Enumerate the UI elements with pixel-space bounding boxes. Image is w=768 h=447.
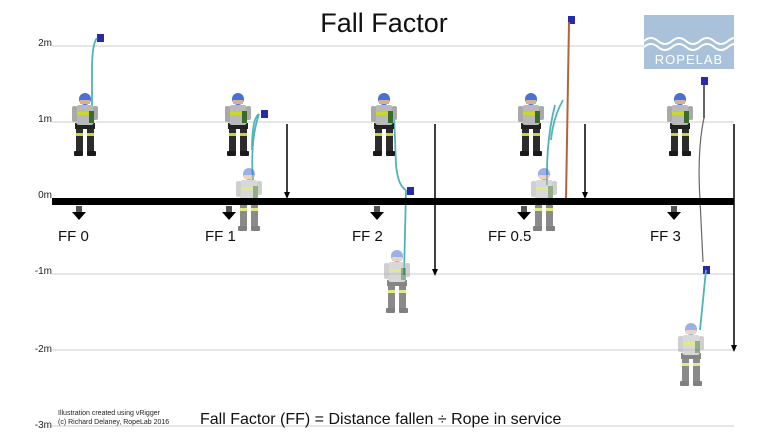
- anchor-icon: [261, 110, 268, 118]
- diagram-title: Fall Factor: [320, 8, 448, 38]
- ropelab-logo: ROPELAB: [644, 15, 734, 69]
- anchor-icon: [407, 187, 414, 195]
- anchor-icon: [568, 16, 575, 24]
- y-label-minus-1m: -1m: [34, 266, 52, 277]
- climber-figure: [518, 93, 544, 156]
- ff-label-1: FF 1: [205, 228, 236, 245]
- climber-figure: [371, 93, 397, 156]
- climber-figure: [384, 250, 410, 313]
- ff-label-0: FF 0: [58, 228, 89, 245]
- ff-label-0-5: FF 0.5: [488, 228, 532, 245]
- down-arrow-icon: [521, 206, 527, 212]
- rope: [698, 117, 705, 263]
- rope: [565, 21, 570, 201]
- y-label-minus-2m: -2m: [34, 344, 52, 355]
- fall-distance-arrow: [582, 192, 588, 199]
- credit-line-2: (c) Richard Delaney, RopeLab 2016: [58, 419, 170, 426]
- ff-label-2: FF 2: [352, 228, 383, 245]
- down-arrow-icon: [671, 206, 677, 212]
- down-arrow-icon: [226, 206, 232, 212]
- anchor-icon: [703, 266, 710, 274]
- rope: [550, 99, 564, 141]
- down-arrow-icon: [374, 206, 380, 212]
- fall-factor-formula: Fall Factor (FF) = Distance fallen ÷ Rop…: [200, 411, 562, 428]
- fall-distance-arrow: [731, 345, 737, 352]
- logo-text: ROPELAB: [654, 52, 724, 67]
- down-arrow-icon: [667, 212, 681, 220]
- y-label-1m: 1m: [38, 114, 52, 125]
- anchor-icon: [97, 34, 104, 42]
- down-arrow-icon: [72, 212, 86, 220]
- rope: [393, 114, 407, 191]
- down-arrow-icon: [76, 206, 82, 212]
- anchor-icon: [701, 77, 708, 85]
- down-arrow-icon: [222, 212, 236, 220]
- y-label-2m: 2m: [38, 38, 52, 49]
- fall-distance-arrow: [284, 192, 290, 199]
- y-label-0m: 0m: [38, 190, 52, 201]
- fall-distance-arrow: [432, 269, 438, 276]
- credit-line-1: Illustration created using vRigger: [58, 410, 160, 417]
- down-arrow-icon: [517, 212, 531, 220]
- logo-waves-icon: [644, 37, 734, 51]
- rope: [91, 37, 98, 115]
- down-arrow-icon: [370, 212, 384, 220]
- y-label-minus-3m: -3m: [34, 420, 52, 431]
- climber-figure: [72, 93, 98, 156]
- climber-figure: [678, 323, 704, 386]
- climber-figure: [667, 93, 693, 156]
- climber-figure: [225, 93, 251, 156]
- ff-label-3: FF 3: [650, 228, 681, 245]
- rope: [699, 269, 707, 331]
- platform: [52, 198, 734, 205]
